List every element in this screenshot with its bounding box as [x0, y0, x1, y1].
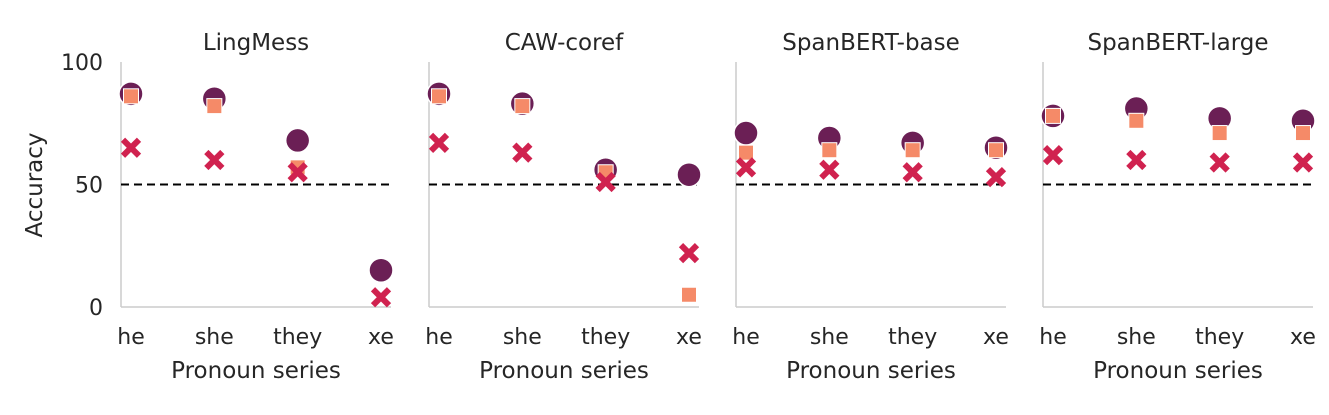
square-point [1295, 125, 1311, 142]
cross-point [428, 132, 450, 153]
cross-point [1292, 152, 1314, 173]
cross-point [1042, 144, 1064, 166]
x-tick-label: she [503, 325, 542, 350]
y-tick-label: 100 [61, 51, 103, 76]
x-tick-label: he [425, 325, 452, 350]
cross-point [512, 142, 533, 163]
cross-point [902, 162, 923, 183]
x-tick-label: he [732, 325, 759, 350]
x-tick-label: she [195, 325, 234, 350]
x-tick-label: they [888, 325, 937, 350]
cross-point [1126, 149, 1147, 171]
square-point [1128, 112, 1145, 129]
x-tick-label: they [273, 325, 322, 350]
x-tick-label: xe [1290, 325, 1316, 350]
x-axis-label: Pronoun series [1093, 358, 1263, 384]
square-point [1211, 125, 1228, 142]
x-axis-label: Pronoun series [479, 358, 649, 384]
square-point [206, 98, 223, 115]
panel-title: CAW-coref [505, 30, 624, 56]
square-point [904, 142, 921, 159]
cross-point [985, 167, 1007, 188]
x-tick-label: she [1117, 325, 1156, 350]
cross-point [287, 162, 308, 183]
x-axis-label: Pronoun series [171, 358, 341, 384]
panel-title: SpanBERT-large [1087, 30, 1268, 56]
square-point [1045, 107, 1061, 124]
square-point [514, 98, 531, 115]
cross-point [819, 159, 840, 180]
square-point [738, 144, 754, 161]
x-tick-label: they [581, 325, 630, 350]
x-tick-label: xe [983, 325, 1009, 350]
square-point [681, 286, 697, 303]
x-tick-label: they [1195, 325, 1244, 350]
x-tick-label: he [1039, 325, 1066, 350]
panel-title: LingMess [203, 30, 309, 56]
square-point [431, 88, 447, 105]
cross-point [1209, 152, 1230, 173]
y-tick-label: 0 [89, 296, 103, 321]
circle-point [284, 127, 311, 154]
panel-title: SpanBERT-base [782, 30, 960, 56]
cross-point [370, 287, 392, 308]
circle-point [368, 257, 394, 283]
y-axis-label: Accuracy [22, 132, 48, 237]
cross-point [735, 157, 757, 178]
square-point [123, 88, 139, 105]
x-tick-label: xe [676, 325, 702, 350]
square-point [821, 142, 838, 159]
x-tick-label: xe [368, 325, 394, 350]
x-tick-label: she [810, 325, 849, 350]
cross-point [595, 171, 616, 193]
cross-point [678, 242, 700, 264]
cross-point [204, 149, 225, 171]
y-tick-label: 50 [75, 174, 103, 199]
square-point [988, 142, 1004, 159]
cross-point [120, 137, 142, 158]
x-tick-label: he [117, 325, 144, 350]
x-axis-label: Pronoun series [786, 358, 956, 384]
circle-point [676, 161, 702, 188]
circle-point [733, 120, 759, 146]
